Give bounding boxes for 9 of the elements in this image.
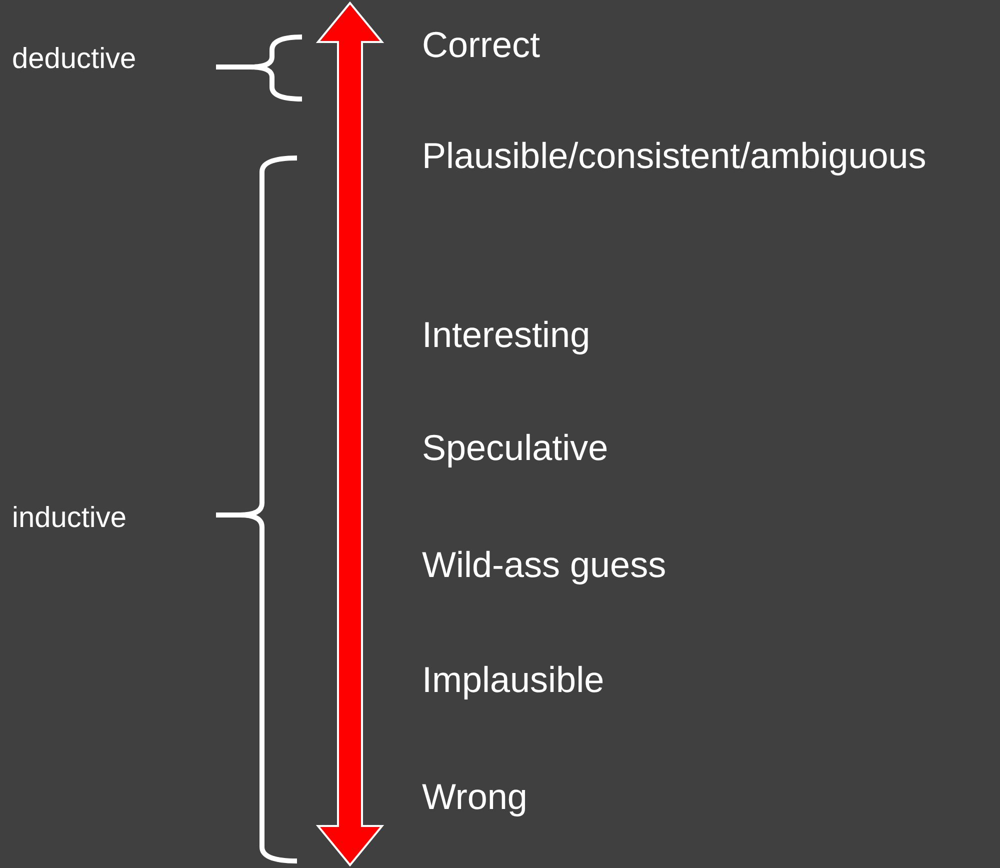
scale-level-label: Correct bbox=[422, 23, 540, 67]
bracket-label: inductive bbox=[12, 501, 126, 536]
scale-level-label: Plausible/consistent/ambiguous bbox=[422, 134, 926, 178]
scale-level-label: Implausible bbox=[422, 658, 604, 702]
scale-level-label: Interesting bbox=[422, 313, 590, 357]
bracket-label: deductive bbox=[12, 42, 136, 77]
scale-level-label: Wild-ass guess bbox=[422, 543, 666, 587]
scale-level-label: Speculative bbox=[422, 426, 608, 470]
scale-level-label: Wrong bbox=[422, 775, 528, 819]
